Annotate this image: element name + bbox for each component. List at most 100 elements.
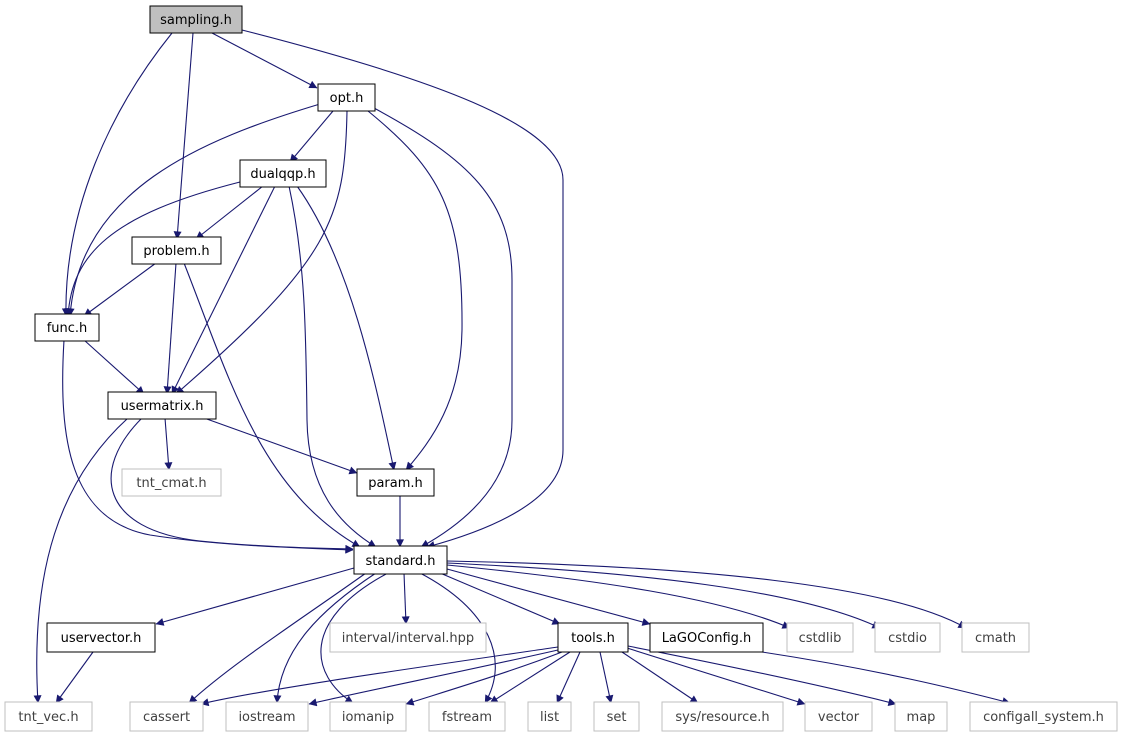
node-label: sampling.h	[160, 13, 232, 28]
node-label: usermatrix.h	[121, 399, 204, 414]
edge-problem-usermatrix	[163, 262, 177, 395]
node-opt[interactable]: opt.h	[317, 83, 376, 112]
edge-dualqqp-param	[296, 185, 397, 471]
edge-standard-interval	[401, 572, 410, 625]
edge-standard-cmath	[446, 560, 967, 629]
node-usermatrix[interactable]: usermatrix.h	[107, 391, 217, 420]
edge-func-standard	[62, 339, 354, 554]
edge-opt-dualqqp	[289, 110, 334, 163]
node-label: cstdlib	[799, 631, 842, 646]
node-label: opt.h	[330, 91, 364, 106]
node-label: vector	[818, 710, 860, 725]
edge-func-usermatrix	[83, 339, 145, 395]
node-label: interval/interval.hpp	[342, 631, 474, 646]
node-label: tnt_vec.h	[18, 710, 78, 725]
edge-sampling-standard	[241, 29, 564, 549]
node-sys-resource: sys/resource.h	[661, 701, 784, 732]
node-lagoconfig[interactable]: LaGOConfig.h	[649, 622, 764, 653]
node-cmath: cmath	[961, 622, 1030, 653]
node-cstdlib: cstdlib	[786, 622, 854, 653]
node-label: iostream	[238, 710, 295, 725]
node-tnt-vec: tnt_vec.h	[4, 701, 93, 732]
node-standard[interactable]: standard.h	[353, 545, 448, 575]
edge-uservector-tnt-vec	[55, 651, 94, 704]
edge-opt-standard	[373, 107, 513, 548]
edge-tools-vector	[626, 647, 806, 706]
edge-standard-uservector	[155, 567, 355, 626]
edge-usermatrix-tnt-cmat	[164, 417, 173, 471]
edge-tools-cassert	[200, 646, 559, 707]
edge-tools-fstream	[489, 651, 571, 704]
edge-usermatrix-tnt-vec	[33, 417, 129, 704]
node-label: configall_system.h	[983, 710, 1104, 725]
edge-problem-func	[83, 262, 157, 317]
edge-standard-lagoconfig	[446, 568, 651, 626]
node-label: fstream	[442, 710, 492, 725]
node-label: standard.h	[365, 554, 435, 569]
node-param[interactable]: param.h	[356, 468, 435, 497]
edge-tools-set	[599, 651, 614, 704]
node-tools[interactable]: tools.h	[557, 622, 629, 653]
nodes: sampling.h opt.h dualqqp.h problem.h fun…	[4, 5, 1118, 732]
node-label: uservector.h	[61, 631, 142, 646]
edge-sampling-func	[61, 32, 173, 317]
node-label: tnt_cmat.h	[136, 476, 206, 491]
node-cstdio: cstdio	[874, 622, 941, 653]
node-vector: vector	[804, 701, 873, 732]
edge-opt-func	[66, 103, 321, 317]
node-set: set	[593, 701, 640, 732]
edge-standard-cstdio	[446, 562, 881, 629]
node-label: sys/resource.h	[675, 710, 769, 725]
node-cassert: cassert	[129, 701, 204, 732]
node-label: tools.h	[571, 631, 615, 646]
edge-standard-iomanip	[320, 572, 389, 704]
node-dualqqp[interactable]: dualqqp.h	[239, 159, 327, 188]
edge-standard-cstdlib	[446, 564, 791, 629]
node-iomanip: iomanip	[329, 701, 407, 732]
edge-tools-iomanip	[405, 651, 563, 706]
edge-standard-cassert	[188, 572, 367, 704]
node-configall-system: configall_system.h	[969, 701, 1118, 732]
edge-sampling-opt	[211, 32, 318, 89]
node-label: iomanip	[342, 710, 394, 725]
edge-lagoconfig-configall	[761, 651, 1011, 705]
edge-standard-iostream	[273, 572, 377, 704]
node-func[interactable]: func.h	[34, 313, 100, 342]
node-interval: interval/interval.hpp	[329, 622, 487, 653]
node-sampling[interactable]: sampling.h	[149, 5, 243, 34]
edge-problem-standard	[183, 262, 361, 548]
node-iostream: iostream	[225, 701, 309, 732]
edges	[33, 29, 1011, 707]
node-label: dualqqp.h	[250, 167, 315, 182]
edge-standard-tools	[439, 572, 561, 625]
edge-dualqqp-standard	[288, 185, 377, 548]
node-fstream: fstream	[428, 701, 506, 732]
node-list: list	[527, 701, 572, 732]
node-tnt-cmat: tnt_cmat.h	[121, 468, 222, 497]
node-label: cassert	[143, 710, 190, 725]
edge-tools-map	[627, 645, 897, 707]
edge-opt-usermatrix	[175, 110, 348, 395]
node-problem[interactable]: problem.h	[131, 236, 222, 265]
node-label: problem.h	[143, 244, 209, 259]
node-label: set	[607, 710, 627, 725]
node-label: LaGOConfig.h	[662, 631, 752, 646]
node-label: param.h	[368, 476, 423, 491]
edge-sampling-problem	[173, 32, 194, 240]
edge-opt-param	[367, 110, 463, 471]
edge-tools-sys-resource	[621, 651, 699, 704]
edge-tools-iostream	[308, 649, 559, 707]
edge-tools-list	[556, 651, 581, 704]
node-label: cmath	[975, 631, 1016, 646]
node-uservector[interactable]: uservector.h	[46, 622, 156, 653]
node-label: cstdio	[888, 631, 927, 646]
edge-usermatrix-param	[203, 417, 358, 475]
node-map: map	[894, 701, 948, 732]
node-label: map	[907, 710, 936, 725]
edge-dualqqp-usermatrix	[171, 185, 276, 395]
edge-dualqqp-func	[64, 181, 241, 317]
node-label: list	[540, 710, 559, 725]
edge-standard-fstream	[419, 572, 496, 704]
edge-dualqqp-problem	[195, 185, 264, 240]
